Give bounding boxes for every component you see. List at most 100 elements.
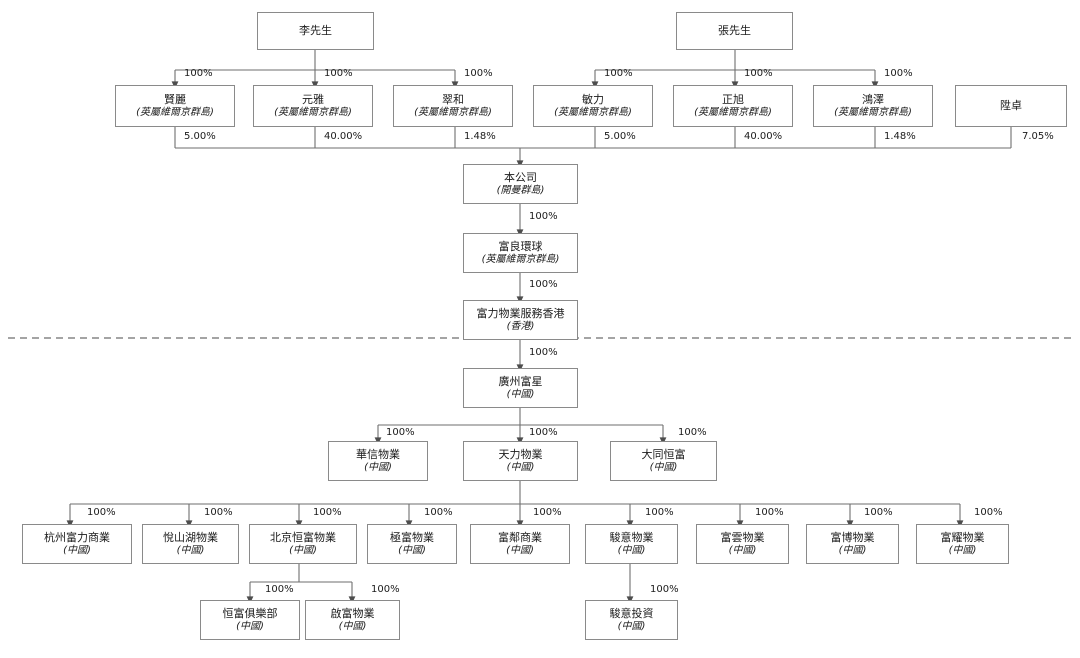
node-fuliang[interactable]: 富良環球(英屬維爾京群島) [463,233,578,273]
node-fuyao[interactable]: 富耀物業(中國) [916,524,1009,564]
percent-label-p-sheng-co: 7.05% [1022,131,1054,142]
percent-label-p-gz-huaxin: 100% [386,427,415,438]
percent-label-p-tl-beijing: 100% [313,507,342,518]
node-name: 本公司 [504,170,537,184]
node-cuihe[interactable]: 翠和(英屬維爾京群島) [393,85,513,127]
node-name: 富雲物業 [720,530,765,544]
node-jurisdiction: (中國) [289,544,317,556]
node-yuanya[interactable]: 元雅(英屬維爾京群島) [253,85,373,127]
node-minli[interactable]: 敏力(英屬維爾京群島) [533,85,653,127]
node-name: 極富物業 [390,530,434,544]
percent-label-p-zh-hongze: 100% [884,68,913,79]
node-name: 恒富俱樂部 [222,606,278,620]
percent-label-p-bj-qifu: 100% [371,584,400,595]
percent-label-p-tl-yueshan: 100% [204,507,233,518]
node-fulin[interactable]: 富鄰商業(中國) [470,524,570,564]
node-name: 廣州富星 [498,374,543,388]
node-name: 正旭 [722,92,744,106]
node-jurisdiction: (中國) [63,544,91,556]
node-datong[interactable]: 大同恒富(中國) [610,441,717,481]
node-name: 翠和 [442,92,464,106]
node-jurisdiction: (中國) [728,544,757,556]
node-hongze[interactable]: 鴻澤(英屬維爾京群島) [813,85,933,127]
percent-label-p-xianli-co: 5.00% [184,131,216,142]
percent-label-p-fuliang-hk: 100% [529,279,558,290]
node-jurisdiction: (中國) [398,544,426,556]
node-name: 陞卓 [1000,99,1022,113]
node-jurisdiction: (開曼群島) [496,184,545,196]
node-name: 富博物業 [830,530,875,544]
node-fuyun[interactable]: 富雲物業(中國) [696,524,789,564]
node-guangzhou[interactable]: 廣州富星(中國) [463,368,578,408]
node-jurisdiction: (英屬維爾京群島) [481,253,560,265]
node-fulihk[interactable]: 富力物業服務香港(香港) [463,300,578,340]
node-jurisdiction: (中國) [617,544,646,556]
percent-label-p-tl-fuyun: 100% [755,507,784,518]
percent-label-p-li-yuanya: 100% [324,68,353,79]
node-tianli[interactable]: 天力物業(中國) [463,441,578,481]
node-zhengxu[interactable]: 正旭(英屬維爾京群島) [673,85,793,127]
percent-label-p-gz-datong: 100% [678,427,707,438]
node-jifu[interactable]: 極富物業(中國) [367,524,457,564]
node-name: 鴻澤 [862,92,884,106]
node-jurisdiction: (英屬維爾京群島) [136,106,214,118]
node-name: 北京恒富物業 [270,530,336,544]
node-name: 啟富物業 [330,606,375,620]
node-hengfuclub[interactable]: 恒富俱樂部(中國) [200,600,300,640]
percent-label-p-tl-jifu: 100% [424,507,453,518]
node-hangzhou[interactable]: 杭州富力商業(中國) [22,524,132,564]
node-yueshan[interactable]: 悅山湖物業(中國) [142,524,239,564]
node-jurisdiction: (香港) [506,320,535,332]
node-beijing[interactable]: 北京恒富物業(中國) [249,524,357,564]
percent-label-p-zhengxu-co: 40.00% [744,131,783,142]
percent-label-p-tl-fuyao: 100% [974,507,1003,518]
node-jurisdiction: (中國) [506,388,535,400]
node-name: 大同恒富 [641,447,686,461]
node-shengzhuo[interactable]: 陞卓 [955,85,1067,127]
node-name: 賢麗 [164,92,186,106]
percent-label-p-hk-gz: 100% [529,347,558,358]
node-jurisdiction: (英屬維爾京群島) [694,106,772,118]
node-junyi[interactable]: 駿意物業(中國) [585,524,678,564]
percent-label-p-tl-fulin: 100% [533,507,562,518]
node-jurisdiction: (中國) [176,544,205,556]
node-jurisdiction: (中國) [948,544,977,556]
node-xianli[interactable]: 賢麗(英屬維爾京群島) [115,85,235,127]
node-junyitz[interactable]: 駿意投資(中國) [585,600,678,640]
node-jurisdiction: (中國) [338,620,367,632]
node-fubo[interactable]: 富博物業(中國) [806,524,899,564]
percent-label-p-junyi-tz: 100% [650,584,679,595]
percent-label-p-yuanya-co: 40.00% [324,131,363,142]
node-jurisdiction: (英屬維爾京群島) [414,106,492,118]
node-name: 張先生 [718,24,751,38]
node-name: 李先生 [299,24,332,38]
percent-label-p-gz-tianli: 100% [529,427,558,438]
node-name: 敏力 [582,92,604,106]
node-name: 天力物業 [498,447,543,461]
node-qifu[interactable]: 啟富物業(中國) [305,600,400,640]
node-company[interactable]: 本公司(開曼群島) [463,164,578,204]
percent-label-p-li-xianli: 100% [184,68,213,79]
percent-label-p-hongze-co: 1.48% [884,131,916,142]
node-huaxin[interactable]: 華信物業(中國) [328,441,428,481]
node-jurisdiction: (英屬維爾京群島) [834,106,912,118]
node-li[interactable]: 李先生 [257,12,374,50]
node-jurisdiction: (中國) [506,461,535,473]
node-name: 杭州富力商業 [44,530,110,544]
node-name: 元雅 [302,92,324,106]
node-jurisdiction: (中國) [838,544,867,556]
node-jurisdiction: (中國) [364,461,392,473]
node-name: 悅山湖物業 [163,530,218,544]
node-jurisdiction: (中國) [236,620,264,632]
node-name: 富鄰商業 [498,530,542,544]
percent-label-p-co-fuliang: 100% [529,211,558,222]
node-name: 富力物業服務香港 [476,306,565,320]
node-zhang[interactable]: 張先生 [676,12,793,50]
node-name: 華信物業 [356,447,400,461]
node-name: 駿意投資 [609,606,654,620]
node-jurisdiction: (中國) [506,544,534,556]
node-name: 駿意物業 [609,530,654,544]
node-jurisdiction: (英屬維爾京群島) [274,106,352,118]
percent-label-p-tl-hangzhou: 100% [87,507,116,518]
